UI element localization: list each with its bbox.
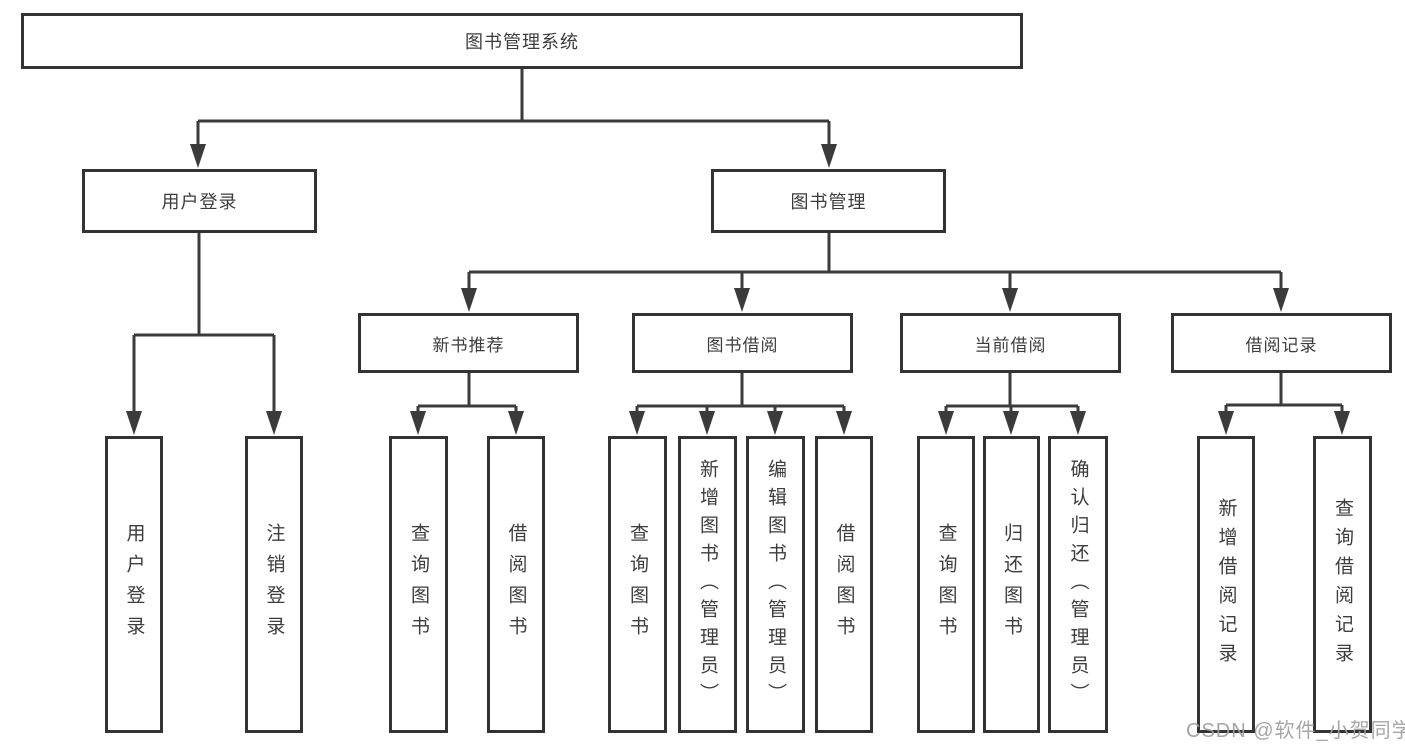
node-label: 用户登录 (123, 522, 145, 647)
node-label: 查询图书 (627, 522, 648, 647)
node-user-login: 用户登录 (82, 169, 317, 233)
leaf-query-borrow-record: 查询借阅记录 (1313, 436, 1372, 733)
leaf-add-borrow-record: 新增借阅记录 (1197, 436, 1255, 733)
arrowhead-icons (126, 144, 1350, 435)
node-label: 当前借阅 (974, 335, 1047, 355)
leaf-logout: 注销登录 (245, 436, 303, 733)
node-label: 用户登录 (161, 192, 238, 212)
node-label: 编辑图书（管理员） (765, 458, 786, 711)
leaf-add-books-admin: 新增图书（管理员） (678, 436, 737, 733)
node-label: 新增借阅记录 (1215, 497, 1237, 672)
leaf-query-books: 查询图书 (608, 436, 667, 733)
node-label: 归还图书 (1001, 522, 1022, 647)
node-label: 查询图书 (408, 522, 429, 647)
node-label: 新书推荐 (432, 335, 505, 355)
csdn-watermark: CSDN @软件_小贺同学 (1186, 720, 1405, 742)
leaf-confirm-return-admin: 确认归还（管理员） (1048, 436, 1108, 733)
leaf-borrow-books: 借阅图书 (815, 436, 873, 733)
node-label: 新增图书（管理员） (697, 458, 718, 711)
node-borrow-records: 借阅记录 (1171, 313, 1392, 373)
node-label: 图书管理 (790, 192, 867, 212)
node-new-book-recommend: 新书推荐 (358, 313, 579, 373)
node-current-borrow: 当前借阅 (900, 313, 1121, 373)
node-book-management: 图书管理 (711, 169, 946, 233)
node-label: 查询图书 (935, 522, 957, 647)
node-label: 图书借阅 (706, 335, 779, 355)
leaf-query-books-current: 查询图书 (917, 436, 975, 733)
node-label: 查询借阅记录 (1332, 497, 1353, 672)
node-label: 图书管理系统 (465, 32, 579, 52)
node-book-borrow: 图书借阅 (632, 313, 853, 373)
leaf-edit-books-admin: 编辑图书（管理员） (746, 436, 805, 733)
leaf-query-books-recommend: 查询图书 (389, 436, 448, 733)
node-label: 借阅记录 (1245, 335, 1318, 355)
node-label: 借阅图书 (833, 522, 855, 647)
node-library-management-system: 图书管理系统 (21, 13, 1023, 69)
leaf-user-login: 用户登录 (105, 436, 163, 733)
node-label: 确认归还（管理员） (1067, 458, 1089, 711)
leaf-return-books: 归还图书 (983, 436, 1040, 733)
node-label: 注销登录 (263, 522, 285, 647)
leaf-borrow-books-recommend: 借阅图书 (487, 436, 545, 733)
node-label: 借阅图书 (505, 522, 527, 647)
